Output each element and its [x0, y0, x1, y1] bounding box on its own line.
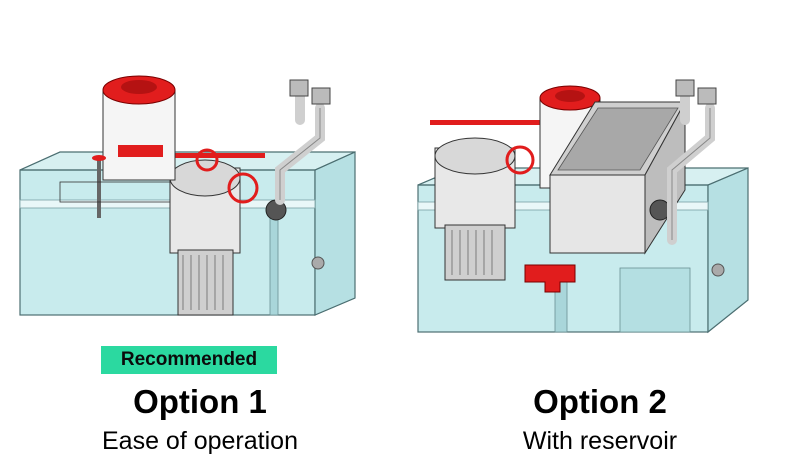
option-1-subtitle: Ease of operation: [102, 427, 298, 455]
option-1-card[interactable]: Recommended Option 1 Ease of operation: [0, 0, 400, 472]
option-2-card[interactable]: Option 2 With reservoir: [400, 0, 800, 472]
sump-illustration-option-1: [19, 75, 356, 316]
recommended-badge: Recommended: [101, 346, 277, 374]
option-2-title: Option 2: [533, 383, 667, 420]
option-1-title: Option 1: [133, 383, 267, 420]
sump-illustration-option-2: [417, 79, 749, 334]
option-2-subtitle: With reservoir: [522, 427, 678, 455]
